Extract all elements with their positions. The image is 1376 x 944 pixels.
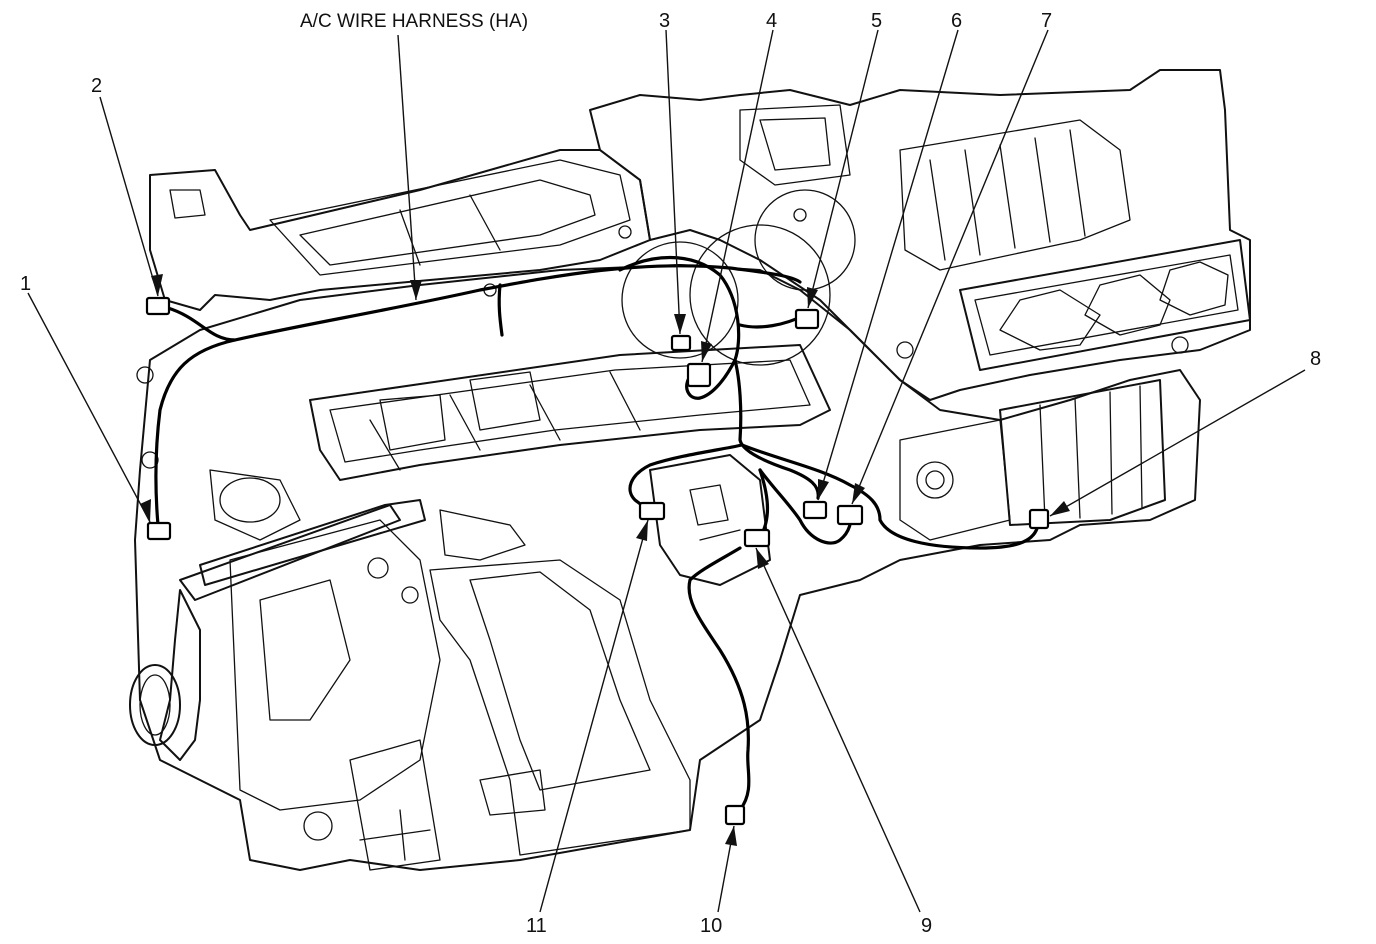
connector-3	[670, 334, 692, 352]
callout-4: 4	[766, 10, 777, 32]
connector-9	[743, 528, 771, 548]
callout-5: 5	[871, 10, 882, 32]
callout-11: 11	[526, 915, 547, 937]
hvac-unit-drawing	[129, 69, 1251, 871]
leader-lines	[27, 29, 1306, 913]
callout-1: 1	[20, 273, 31, 295]
connectors	[145, 296, 1050, 826]
callout-3: 3	[659, 10, 670, 32]
connector-10	[724, 804, 746, 826]
connector-7	[836, 504, 864, 526]
connector-1	[146, 521, 172, 541]
callout-10: 10	[700, 915, 722, 937]
callout-6: 6	[951, 10, 962, 32]
connector-2	[145, 296, 171, 316]
callout-8: 8	[1310, 348, 1321, 370]
connector-4	[686, 362, 712, 388]
harness-label: A/C WIRE HARNESS (HA)	[300, 11, 528, 32]
connector-8	[1028, 508, 1050, 530]
connector-11	[638, 501, 666, 521]
callout-9: 9	[921, 915, 932, 937]
connector-5	[794, 308, 820, 330]
labels: A/C WIRE HARNESS (HA) 1 2 3 4 5 6 7 8 9 …	[20, 10, 1321, 937]
connector-6	[802, 500, 828, 520]
callout-7: 7	[1041, 10, 1052, 32]
wire-harness	[154, 256, 1040, 812]
callout-2: 2	[91, 75, 102, 97]
